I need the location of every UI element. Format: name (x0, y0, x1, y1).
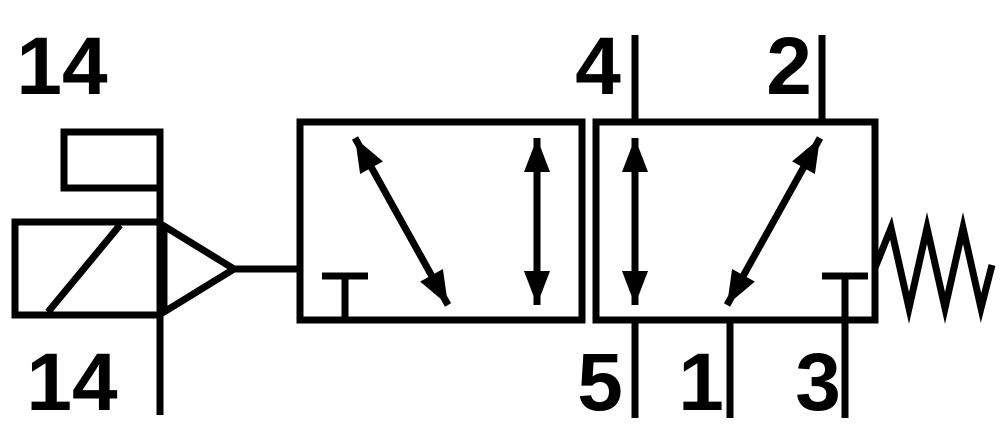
flow-arrow-vertical-left (524, 138, 550, 305)
spring-return-icon (871, 212, 996, 324)
solenoid-diagonal-line (45, 222, 123, 315)
valve-position-box-left (296, 118, 586, 324)
flow-arrow-diagonal-left (351, 136, 452, 307)
flow-arrow-vertical-right (622, 138, 648, 305)
pilot-bracket (60, 128, 160, 192)
solenoid-coil-symbol (11, 218, 164, 319)
port-label-2: 2 (766, 21, 812, 112)
pilot-triangle-icon (160, 219, 241, 319)
blocked-port-right (822, 272, 868, 320)
port-label-1: 1 (678, 337, 724, 428)
port-label-14-bottom: 14 (26, 337, 118, 428)
flow-arrow-diagonal-right (723, 136, 824, 307)
port-label-4: 4 (575, 21, 621, 112)
valve-position-box-right (592, 118, 879, 324)
port-label-3: 3 (795, 337, 841, 428)
blocked-port-left (322, 272, 368, 320)
port-label-14-top: 14 (16, 21, 108, 112)
port-label-5: 5 (577, 337, 623, 428)
